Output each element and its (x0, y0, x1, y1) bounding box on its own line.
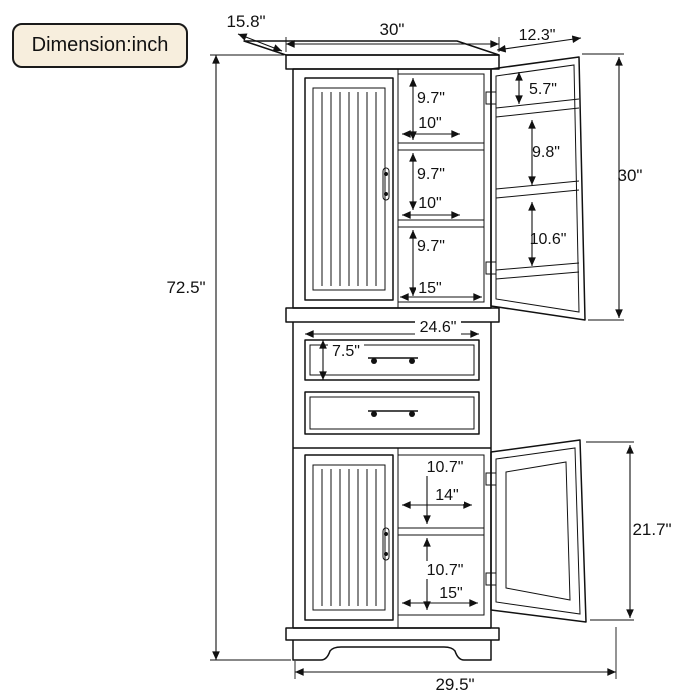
dimension-labels: 15.8" 30" 12.3" 5.7" 9.7" 10" 9.8" 30" 9… (166, 12, 671, 694)
dim-depth-label: 15.8" (226, 12, 265, 31)
dimension-lines (210, 33, 634, 679)
upper-interior-shelves (397, 73, 485, 303)
drawer-1 (304, 339, 480, 381)
dim-drawer-height-label: 7.5" (332, 343, 360, 360)
dim-base-width-label: 29.5" (435, 675, 474, 694)
dim-lower-door-height-label: 21.7" (632, 520, 671, 539)
upper-open-door (485, 56, 586, 321)
dim-shelf-width-1-label: 10" (418, 115, 441, 132)
dim-shelf-gap-1-label: 9.7" (417, 90, 445, 107)
dim-lower-shelf-width-label: 14" (435, 487, 458, 504)
drawer-2 (304, 391, 480, 435)
dim-top-width-label: 30" (380, 20, 405, 39)
upper-door-slats (321, 92, 377, 286)
dimension-unit-label: Dimension:inch (31, 34, 169, 56)
lower-interior-shelf (397, 454, 485, 616)
drawer-2-handle (368, 410, 418, 417)
dim-upper-door-height-label: 30" (618, 166, 643, 185)
dim-shelf-gap-3-label: 9.7" (417, 238, 445, 255)
upper-door-rails (495, 98, 580, 280)
base-plinth (285, 627, 500, 661)
lower-door-slats (321, 469, 377, 606)
drawer-1-handle (368, 357, 418, 364)
dim-lower-opening-width-label: 15" (439, 585, 462, 602)
upper-door-handle (382, 167, 390, 201)
lower-open-door (485, 439, 587, 623)
dim-lower-gap-1-label: 10.7" (427, 459, 464, 476)
dim-total-height-label: 72.5" (166, 278, 205, 297)
drawer-section (292, 322, 492, 449)
upper-door-hinge-bottom (485, 261, 497, 275)
lower-door-hinge-top (485, 472, 497, 486)
dim-door-width-label: 12.3" (519, 27, 556, 44)
dimension-unit-badge: Dimension:inch (12, 23, 188, 68)
upper-left-door (304, 77, 394, 301)
middle-shelf-slab (285, 307, 500, 323)
upper-cabinet-body (292, 68, 492, 309)
dim-shelf-width-2-label: 10" (418, 195, 441, 212)
dim-door-gap-mid-label: 9.8" (532, 144, 560, 161)
lower-door-hinge-bottom (485, 572, 497, 586)
dim-door-gap-bottom-label: 10.6" (530, 231, 567, 248)
dim-lower-gap-2-label: 10.7" (427, 562, 464, 579)
dim-door-gap-top-label: 5.7" (529, 81, 557, 98)
lower-left-door (304, 454, 394, 621)
dim-shelf-gap-2-label: 9.7" (417, 166, 445, 183)
upper-door-hinge-top (485, 91, 497, 105)
dim-upper-opening-width-label: 15" (418, 280, 441, 297)
dim-middle-width-label: 24.6" (420, 319, 457, 336)
lower-door-handle (382, 527, 390, 561)
